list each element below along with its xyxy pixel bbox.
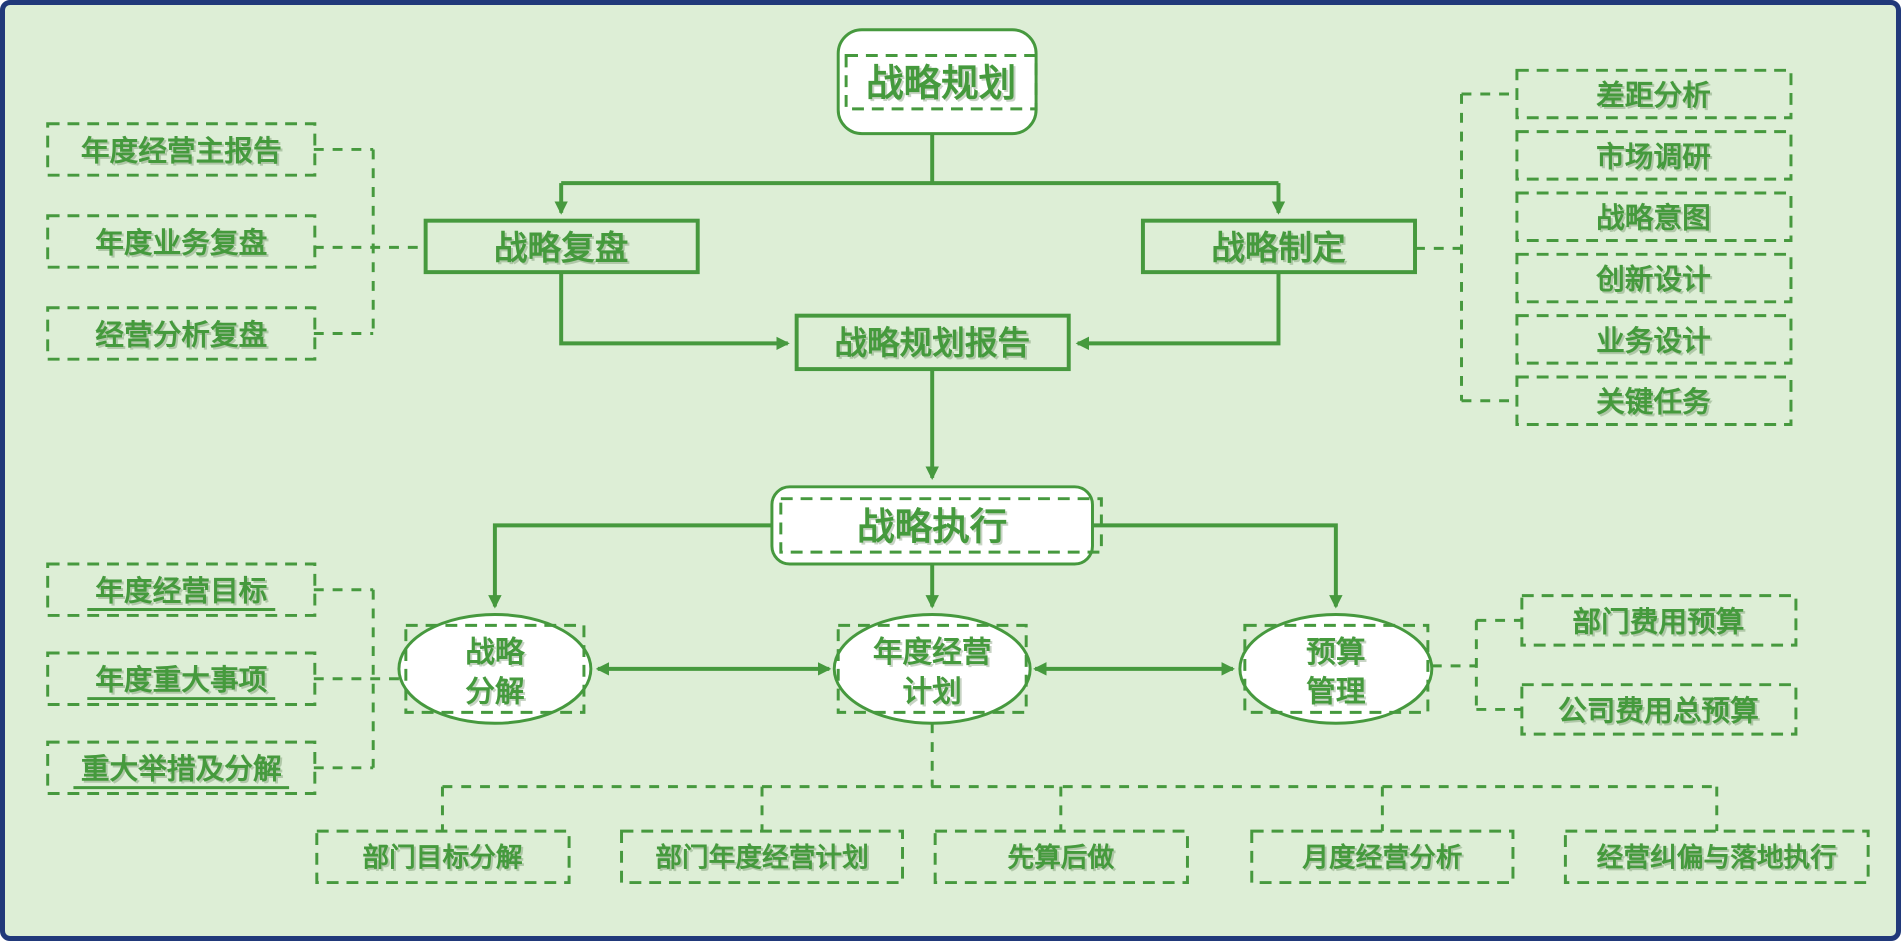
company-total-expense-budget-box[interactable] — [1520, 683, 1798, 736]
key-tasks-box[interactable] — [1515, 375, 1793, 426]
market-research-box[interactable] — [1515, 130, 1793, 181]
annual-business-review-label: 年度业务复盘 — [95, 226, 267, 259]
connector-execute-to-decompose — [488, 523, 772, 609]
monthly-business-analysis-box[interactable] — [1250, 829, 1515, 885]
budget-management-shape[interactable] — [1238, 612, 1434, 725]
review-input-annual-business-review[interactable]: 年度业务复盘 — [46, 214, 317, 269]
node-strategic-planning-report[interactable]: 战略规划报告 — [794, 313, 1071, 372]
correction-and-execution-label: 经营纠偏与落地执行 — [1597, 843, 1837, 873]
department-annual-business-plan-box[interactable] — [620, 829, 904, 885]
plan-output-department-annual-business-plan[interactable]: 部门年度经营计划 — [620, 829, 904, 885]
node-budget-management[interactable]: 预算 管理 — [1238, 612, 1434, 725]
strategic-planning-label: 战略规划 — [866, 62, 1016, 104]
strategy-review-label: 战略复盘 — [494, 229, 628, 267]
formulate-output-strategic-intent[interactable]: 战略意图 — [1515, 191, 1793, 242]
strategy-formulation-label: 战略制定 — [1211, 229, 1346, 267]
formulate-output-gap-analysis[interactable]: 差距分析 — [1515, 68, 1793, 120]
formulate-output-market-research[interactable]: 市场调研 — [1515, 130, 1793, 181]
strategy-execution-label: 战略执行 — [857, 505, 1007, 547]
connector-budget-outputs — [1431, 618, 1522, 711]
node-annual-business-plan[interactable]: 年度经营 计划 — [832, 612, 1032, 725]
business-design-box[interactable] — [1515, 314, 1793, 365]
node-strategy-decomposition[interactable]: 战略 分解 — [397, 612, 593, 725]
annual-major-items-label: 年度重大事项 — [95, 664, 267, 697]
node-strategy-formulation[interactable]: 战略制定 — [1140, 218, 1417, 275]
budget-output-department-expense-budget[interactable]: 部门费用预算 — [1520, 594, 1798, 647]
budget-management-dashed-frame — [1243, 623, 1430, 714]
correction-and-execution-box[interactable] — [1563, 829, 1870, 885]
review-input-operation-analysis-review[interactable]: 经营分析复盘 — [46, 306, 317, 361]
strategy-decomposition-label-line2: 分解 — [465, 676, 524, 709]
department-expense-budget-label: 部门费用预算 — [1572, 605, 1744, 638]
strategic-intent-label: 战略意图 — [1596, 202, 1711, 235]
annual-business-plan-label-line2: 计划 — [903, 676, 962, 709]
department-expense-budget-box[interactable] — [1520, 594, 1798, 647]
annual-main-report-label: 年度经营主报告 — [81, 134, 282, 167]
strategy-decomposition-dashed-frame — [404, 623, 586, 714]
connector-review-to-report — [559, 272, 790, 351]
innovation-design-box[interactable] — [1515, 252, 1793, 304]
calculate-first-then-act-box[interactable] — [933, 829, 1189, 885]
market-research-label: 市场调研 — [1596, 140, 1711, 173]
department-goal-decomposition-box[interactable] — [315, 829, 571, 885]
plan-output-calculate-first-then-act[interactable]: 先算后做 — [933, 829, 1189, 885]
plan-output-monthly-business-analysis[interactable]: 月度经营分析 — [1250, 829, 1515, 885]
annual-business-plan-dashed-frame — [836, 623, 1028, 714]
annual-business-plan-label-line1: 年度经营 — [873, 635, 992, 669]
department-goal-decomposition-label: 部门目标分解 — [362, 843, 523, 873]
formulate-output-innovation-design[interactable]: 创新设计 — [1515, 252, 1793, 304]
major-initiatives-label: 重大举措及分解 — [81, 753, 282, 786]
department-annual-business-plan-label: 部门年度经营计划 — [655, 843, 869, 873]
business-design-label: 业务设计 — [1596, 325, 1711, 357]
connector-plan-outputs — [440, 723, 1719, 832]
decompose-output-annual-major-items[interactable]: 年度重大事项 — [46, 651, 317, 706]
strategic-intent-box[interactable] — [1515, 191, 1793, 242]
monthly-business-analysis-label: 月度经营分析 — [1301, 843, 1462, 873]
dashed-connectors — [313, 92, 1719, 832]
gap-analysis-label: 差距分析 — [1596, 79, 1711, 112]
budget-output-company-total-expense-budget[interactable]: 公司费用总预算 — [1520, 683, 1798, 736]
strategy-review-shape[interactable] — [423, 218, 700, 275]
connector-review-inputs — [313, 147, 426, 335]
strategy-decomposition-shape[interactable] — [397, 612, 593, 725]
gap-analysis-box[interactable] — [1515, 68, 1793, 120]
strategy-formulation-shape[interactable] — [1140, 218, 1417, 275]
operation-analysis-review-label: 经营分析复盘 — [95, 318, 267, 351]
strategy-execution-dashed-frame — [779, 497, 1103, 554]
connector-formulate-outputs — [1415, 92, 1517, 403]
strategic-planning-report-shape[interactable] — [794, 313, 1071, 372]
budget-management-label-line1: 预算 — [1306, 635, 1365, 669]
strategy-execution-shape[interactable] — [770, 485, 1094, 566]
node-strategy-review[interactable]: 战略复盘 — [423, 218, 700, 275]
formulate-output-business-design[interactable]: 业务设计 — [1515, 314, 1793, 365]
connector-execute-to-budget — [1092, 523, 1343, 609]
strategic-planning-dashed-frame — [844, 53, 1038, 111]
review-input-annual-main-report[interactable]: 年度经营主报告 — [46, 122, 317, 177]
connector-formulate-to-report — [1075, 272, 1281, 351]
annual-business-goals-label: 年度经营目标 — [95, 575, 267, 608]
solid-connectors — [488, 133, 1343, 676]
strategy-decomposition-label-line1: 战略 — [465, 636, 526, 669]
node-strategic-planning[interactable]: 战略规划 — [836, 28, 1038, 136]
node-strategy-execution[interactable]: 战略执行 — [770, 485, 1103, 566]
innovation-design-label: 创新设计 — [1595, 264, 1711, 296]
formulate-output-key-tasks[interactable]: 关键任务 — [1515, 375, 1793, 426]
plan-output-correction-and-execution[interactable]: 经营纠偏与落地执行 — [1563, 829, 1870, 885]
key-tasks-label: 关键任务 — [1596, 387, 1711, 419]
calculate-first-then-act-label: 先算后做 — [1007, 843, 1114, 873]
budget-management-label-line2: 管理 — [1306, 676, 1366, 709]
annual-business-plan-shape[interactable] — [832, 612, 1032, 725]
connector-decompose-outputs — [313, 588, 401, 770]
strategic-planning-report-label: 战略规划报告 — [834, 324, 1030, 361]
decompose-output-major-initiatives[interactable]: 重大举措及分解 — [46, 740, 317, 796]
plan-output-department-goal-decomposition[interactable]: 部门目标分解 — [315, 829, 571, 885]
decompose-output-annual-business-goals[interactable]: 年度经营目标 — [46, 562, 317, 617]
company-total-expense-budget-label: 公司费用总预算 — [1558, 694, 1759, 727]
